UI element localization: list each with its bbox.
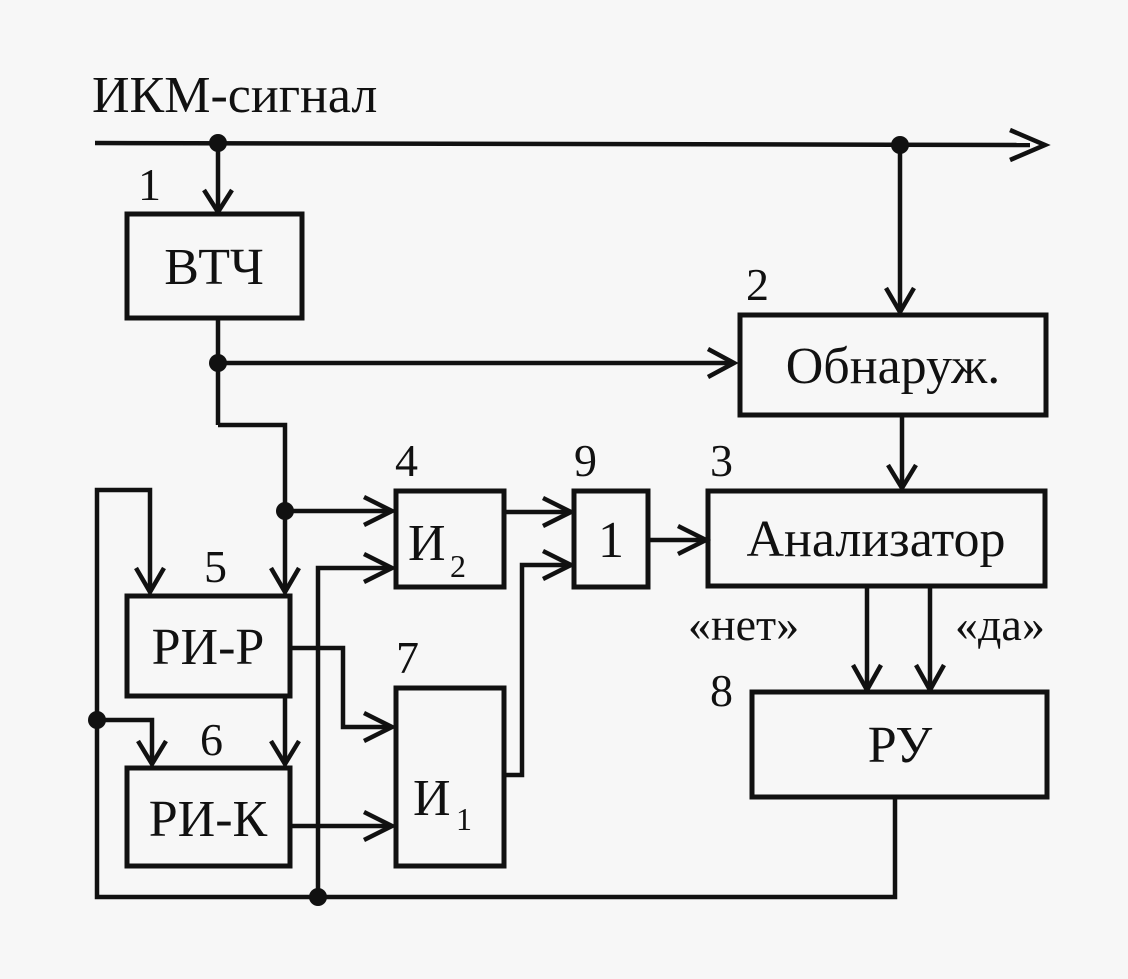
block-detector: Обнаруж. 2: [737, 259, 1049, 418]
arrowhead-and1-bottom: [362, 809, 398, 843]
block-and2-label: И: [408, 515, 446, 572]
junction-dot: [309, 888, 327, 906]
block-vtch-number: 1: [138, 159, 161, 210]
edge-label-yes: «да»: [955, 599, 1045, 650]
block-and2-subscript: 2: [450, 548, 466, 584]
junction-dots: [88, 134, 909, 906]
block-and2-number: 4: [395, 435, 418, 486]
block-analyzer-label: Анализатор: [746, 511, 1005, 568]
block-detector-label: Обнаруж.: [786, 338, 1000, 395]
block-ru-number: 8: [710, 665, 733, 716]
block-ri-k-frame: [124, 765, 293, 869]
arrowhead-detect-left: [706, 347, 739, 379]
block-and1-frame: [393, 685, 507, 869]
block-and1-label: И: [413, 770, 451, 827]
block-ru-label: РУ: [868, 717, 933, 774]
junction-dot: [209, 134, 227, 152]
block-and2: И 2 4: [393, 435, 507, 590]
arrowhead-analyzer-top: [886, 463, 918, 493]
arrowhead-and1-top: [362, 710, 398, 744]
block-or: 1 9: [571, 435, 651, 590]
block-or-number: 9: [574, 435, 597, 486]
block-detector-frame: [737, 312, 1049, 418]
block-ri-r-frame: [124, 593, 293, 699]
block-detector-number: 2: [746, 259, 769, 310]
connections: [94, 140, 1031, 900]
rir-to-and1-line: [290, 645, 390, 730]
arrowhead-output: [1009, 127, 1051, 163]
block-ri-r-label: РИ-Р: [152, 619, 265, 676]
block-ri-k-label: РИ-К: [149, 791, 268, 848]
block-analyzer-number: 3: [710, 435, 733, 486]
arrowhead-or-top: [541, 495, 577, 529]
block-vtch-frame: [124, 211, 305, 321]
arrowhead-or-bottom: [541, 548, 577, 582]
arrowhead-rir-right: [269, 566, 301, 597]
junction-dot: [891, 136, 909, 154]
vtch-to-rir-line: [218, 422, 288, 590]
block-ru-frame: [749, 689, 1050, 800]
and1-to-or-line: [505, 562, 570, 778]
block-analyzer-frame: [705, 488, 1048, 589]
junction-dot: [209, 354, 227, 372]
block-ri-k-number: 6: [200, 714, 223, 765]
block-and1-number: 7: [396, 632, 419, 683]
feedback-to-rik-line: [97, 717, 155, 762]
junction-dot: [276, 502, 294, 520]
block-or-frame: [571, 488, 651, 590]
arrowhead-and2-bottom: [362, 551, 398, 585]
arrowhead-rik-right: [269, 739, 301, 769]
block-ri-k: РИ-К 6: [124, 714, 293, 869]
arrowhead-detect: [884, 286, 916, 317]
block-ri-r: РИ-Р 5: [124, 541, 293, 699]
block-vtch: ВТЧ 1: [124, 159, 305, 321]
arrowhead-rir-left: [134, 566, 166, 597]
block-ri-r-number: 5: [204, 541, 227, 592]
input-signal-label: ИКМ-сигнал: [92, 67, 377, 124]
block-ru: РУ 8: [710, 665, 1050, 800]
arrowhead-and2-top: [362, 494, 398, 528]
block-and1-subscript: 1: [456, 801, 472, 837]
edge-label-no: «нет»: [688, 599, 799, 650]
block-vtch-label: ВТЧ: [164, 239, 264, 296]
junction-dot: [88, 711, 106, 729]
block-analyzer: Анализатор 3: [705, 435, 1048, 589]
block-and2-frame: [393, 488, 507, 590]
arrowhead-rik-left: [136, 739, 168, 769]
block-or-label: 1: [598, 512, 624, 569]
block-and1: И 1 7: [393, 632, 507, 869]
feedback-line: [94, 487, 898, 900]
input-line: [94, 140, 1031, 148]
feedback-to-and2-line: [315, 565, 390, 897]
